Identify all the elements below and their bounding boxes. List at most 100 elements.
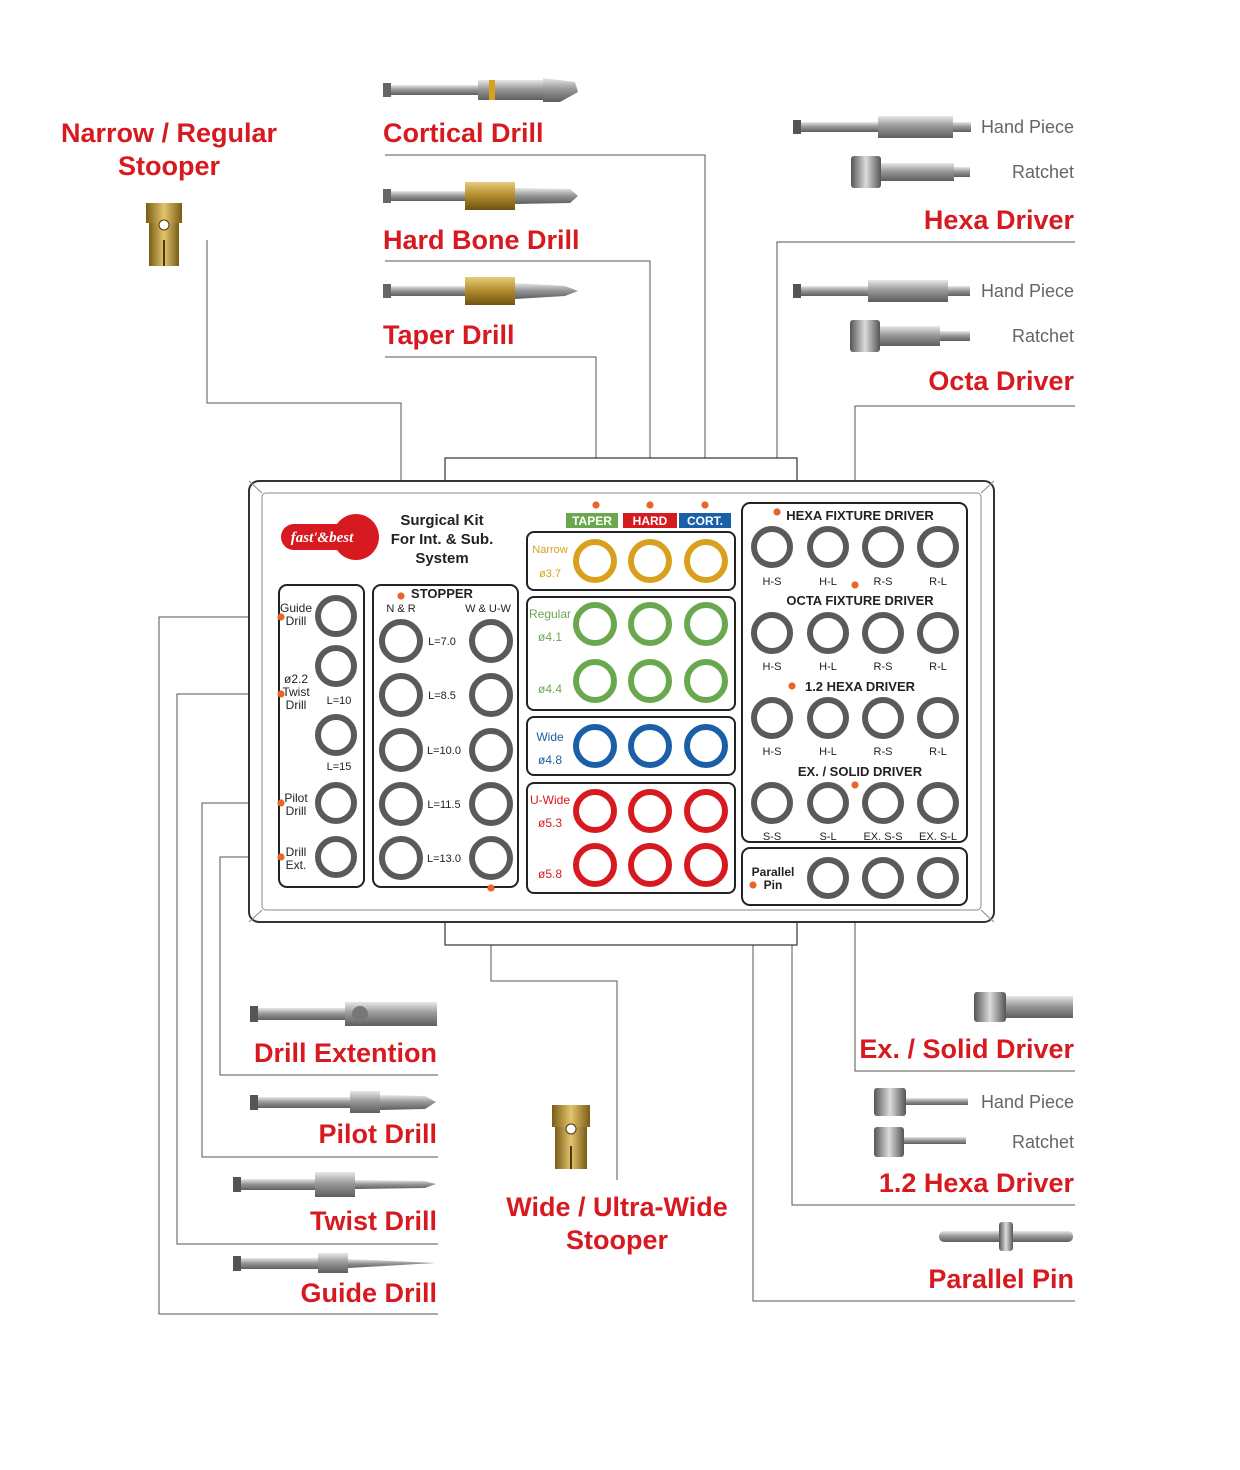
parallel-pin-label-2: Pin	[764, 878, 783, 892]
hexa-1-2-driver-ratchet-image	[874, 1127, 966, 1157]
slot-cort-regular-4-4	[684, 659, 728, 703]
guide-drill-label-2: Drill	[286, 614, 307, 628]
guide-drill-label-1: Guide	[280, 601, 312, 615]
slot-ex-solid-1	[751, 782, 793, 824]
callout-guide-drill: Guide Drill	[300, 1278, 437, 1308]
size-3-7: ø3.7	[539, 568, 561, 580]
drill-ext-label-1: Drill	[286, 845, 307, 859]
slot-parallel-pin-3	[917, 857, 959, 899]
stopper-col-left: N & R	[386, 603, 415, 615]
hard-bone-drill-image	[383, 182, 578, 210]
slot-hard-u-wide-5-8	[628, 843, 672, 887]
slot-hard-wide-4-8	[628, 724, 672, 768]
slot-parallel-pin-2	[862, 857, 904, 899]
slot-cort-u-wide-5-3	[684, 789, 728, 833]
slot-cort-wide-4-8	[684, 724, 728, 768]
ex-solid-driver-image	[974, 992, 1073, 1022]
octa-fixture-h-s: H-S	[763, 661, 782, 673]
driver-panel: HEXA FIXTURE DRIVER OCTA FIXTURE DRIVER …	[741, 502, 968, 906]
drill-panel-left: Guide Drill ø2.2 Twist Drill L=10 L=15 P…	[278, 584, 365, 888]
slot-taper-regular-4-1	[573, 602, 617, 646]
size-4-8: ø4.8	[538, 753, 562, 767]
octa-driver-hand-piece-image	[793, 280, 970, 302]
slot-taper-u-wide-5-8	[573, 843, 617, 887]
hexa-fixture-r-s: R-S	[874, 576, 893, 588]
callout-hard-bone-drill: Hard Bone Drill	[383, 225, 580, 255]
slot-stopper-wuw-1	[469, 619, 513, 663]
callout-taper-drill: Taper Drill	[383, 320, 515, 350]
slot-taper-wide-4-8	[573, 724, 617, 768]
slot-hexa-1-2-2	[807, 697, 849, 739]
pilot-drill-image	[250, 1091, 436, 1113]
hexa-fixture-h-s: H-S	[763, 576, 782, 588]
group-wide-label: Wide	[536, 730, 564, 744]
hexa-fixture-r-l: R-L	[929, 576, 947, 588]
slot-hexa-fixture-4	[917, 526, 959, 568]
hexa-1-2-ratchet-label: Ratchet	[1012, 1132, 1074, 1152]
slot-octa-fixture-2	[807, 612, 849, 654]
callout-octa-driver: Octa Driver	[928, 366, 1074, 396]
slot-stopper-nr-3	[379, 728, 423, 772]
callout-drill-extention: Drill Extention	[254, 1038, 437, 1068]
slot-octa-fixture-3	[862, 612, 904, 654]
slot-hexa-fixture-3	[862, 526, 904, 568]
slot-stopper-wuw-3	[469, 728, 513, 772]
narrow-regular-stooper-image	[146, 203, 182, 266]
octa-hand-piece-label: Hand Piece	[981, 281, 1074, 301]
slot-hexa-1-2-1	[751, 697, 793, 739]
slot-hard-narrow-3-7	[628, 539, 672, 583]
hexa-ratchet-label: Ratchet	[1012, 162, 1074, 182]
group-u-wide-label: U-Wide	[530, 793, 570, 807]
ex-solid-s-l: S-L	[819, 831, 836, 843]
callout-twist-drill: Twist Drill	[310, 1206, 437, 1236]
connector-dots	[277, 501, 859, 892]
slot-hexa-1-2-4	[917, 697, 959, 739]
slot-stopper-nr-1	[379, 619, 423, 663]
length-label-l10: L=10	[327, 695, 352, 707]
octa-fixture-h-l: H-L	[819, 661, 837, 673]
stopper-length-l7-0: L=7.0	[428, 636, 456, 648]
section-octa-fixture-title: OCTA FIXTURE DRIVER	[786, 593, 934, 608]
slot-cort-narrow-3-7	[684, 539, 728, 583]
slot-cort-u-wide-5-8	[684, 843, 728, 887]
slot-taper-u-wide-5-3	[573, 789, 617, 833]
callout-parallel-pin: Parallel Pin	[928, 1264, 1074, 1294]
hexa-1-2-h-s: H-S	[763, 746, 782, 758]
header-taper: TAPER	[572, 514, 612, 528]
slot-taper-regular-4-4	[573, 659, 617, 703]
callout-narrow-regular-stooper-line-1: Narrow / Regular	[61, 118, 278, 148]
slot-twist-drill-l10	[315, 645, 357, 687]
section-hexa-1-2-title: 1.2 HEXA DRIVER	[805, 679, 916, 694]
callout-titles: Narrow / Regular Stooper Cortical Drill …	[61, 117, 1075, 1308]
brand-name: fast'&best	[291, 530, 354, 546]
callout-ex-solid-driver: Ex. / Solid Driver	[859, 1034, 1074, 1064]
slot-taper-narrow-3-7	[573, 539, 617, 583]
size-4-4: ø4.4	[538, 682, 562, 696]
hexa-1-2-hand-piece-label: Hand Piece	[981, 1092, 1074, 1112]
kit-title-line-1: Surgical Kit	[400, 512, 483, 529]
group-narrow-label: Narrow	[532, 544, 568, 556]
slot-hexa-fixture-1	[751, 526, 793, 568]
slot-stopper-nr-5	[379, 836, 423, 880]
brand-logo: fast'&best	[281, 514, 379, 560]
twist-drill-label-3: Drill	[286, 698, 307, 712]
callout-hexa-driver: Hexa Driver	[924, 205, 1075, 235]
wide-ultra-wide-stooper-image	[552, 1105, 590, 1169]
stopper-length-l10-0: L=10.0	[427, 745, 461, 757]
slot-parallel-pin-1	[807, 857, 849, 899]
slot-hard-regular-4-4	[628, 659, 672, 703]
surgical-kit-tray: fast'&best Surgical Kit For Int. & Sub. …	[248, 457, 995, 946]
slot-stopper-nr-4	[379, 782, 423, 826]
stopper-length-l8-5: L=8.5	[428, 690, 456, 702]
hexa-fixture-h-l: H-L	[819, 576, 837, 588]
slot-twist-drill-l15	[315, 714, 357, 756]
slot-stopper-wuw-4	[469, 782, 513, 826]
twist-drill-label-2: Twist	[282, 685, 310, 699]
ex-solid-ex-s-l: EX. S-L	[919, 831, 957, 843]
hexa-1-2-driver-hand-piece-image	[874, 1088, 968, 1116]
size-5-3: ø5.3	[538, 816, 562, 830]
slot-ex-solid-4	[917, 782, 959, 824]
stopper-length-l11-5: L=11.5	[427, 799, 460, 811]
section-hexa-fixture-title: HEXA FIXTURE DRIVER	[786, 508, 934, 523]
hexa-driver-ratchet-image	[851, 156, 970, 188]
